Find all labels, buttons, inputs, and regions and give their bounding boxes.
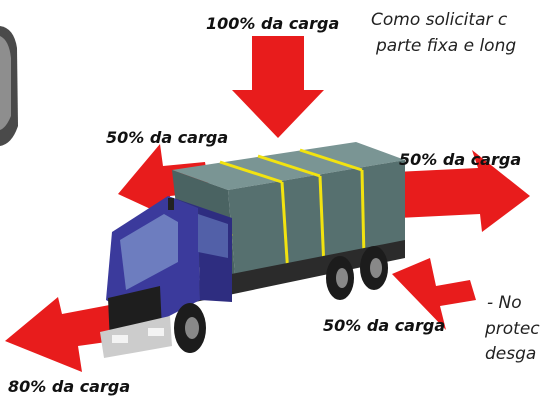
note-line-4: protec (485, 319, 540, 339)
load-label-upper-right: 50% da carga (399, 150, 522, 169)
load-label-top: 100% da carga (206, 14, 340, 33)
arrow-lower-right (392, 258, 476, 330)
arrow-upper-right (395, 150, 530, 232)
truck-wheels (174, 246, 388, 353)
note-line-1: Como solicitar c (371, 10, 508, 30)
load-label-lower-left: 80% da carga (8, 377, 131, 396)
arrow-top (232, 36, 324, 138)
partial-device-image (0, 26, 18, 146)
note-line-5: desga (485, 344, 537, 364)
arrow-upper-left (118, 144, 210, 218)
load-label-lower-right: 50% da carga (323, 316, 446, 335)
note-line-2: parte fixa e long (376, 36, 517, 56)
note-line-3: - No (487, 293, 522, 313)
load-label-upper-left: 50% da carga (106, 128, 229, 147)
truck-front (100, 286, 172, 358)
